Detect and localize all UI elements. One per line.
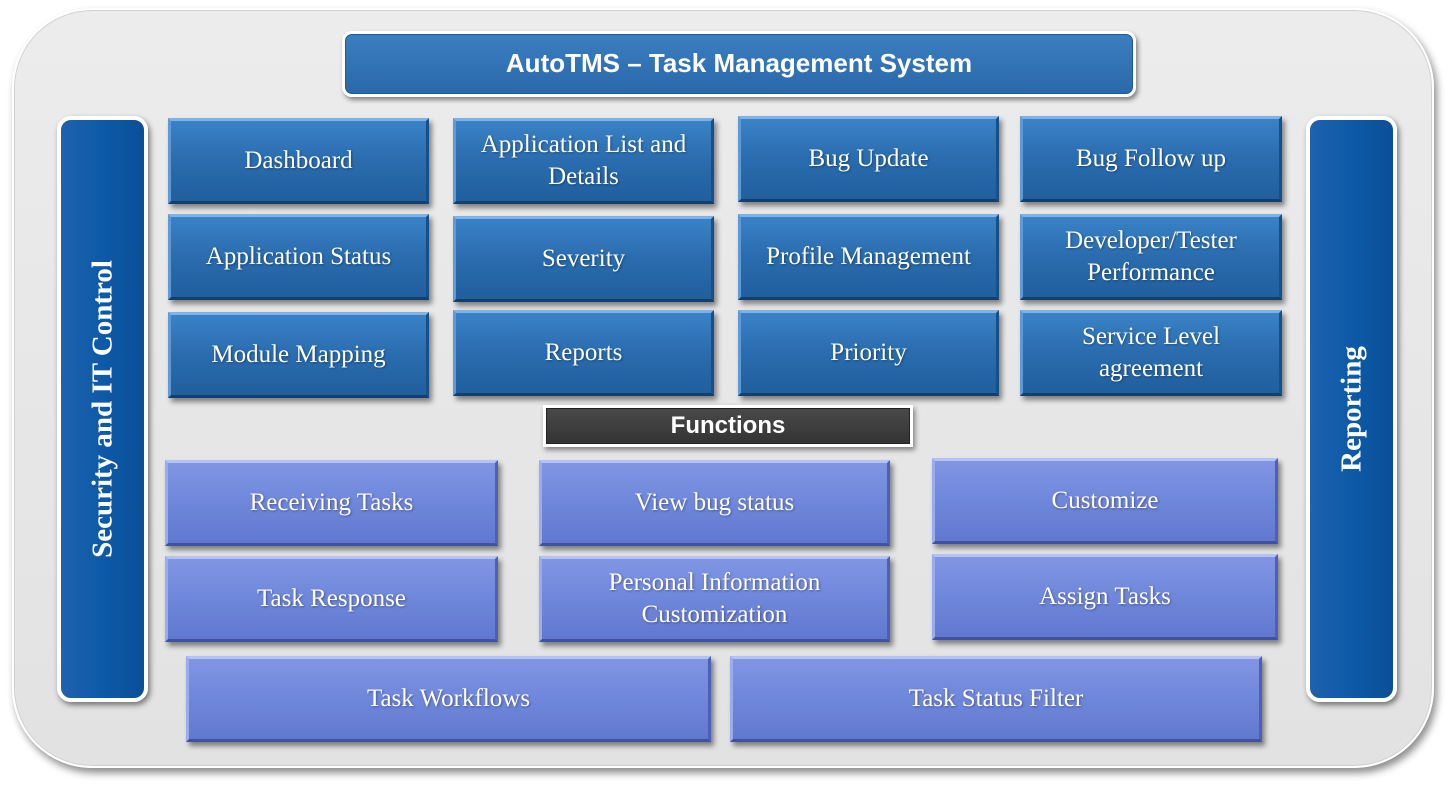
- security-it-control-label: Security and IT Control: [86, 260, 118, 558]
- module-module-mapping: Module Mapping: [168, 312, 429, 398]
- module-application-list: Application List and Details: [453, 118, 714, 204]
- module-profile-management: Profile Management: [738, 214, 999, 300]
- module-bug-follow-up: Bug Follow up: [1020, 116, 1282, 202]
- module-priority: Priority: [738, 310, 999, 396]
- function-view-bug-status: View bug status: [539, 460, 890, 546]
- functions-label: Functions: [543, 405, 913, 447]
- function-task-workflows: Task Workflows: [186, 656, 711, 742]
- reporting-panel: Reporting: [1306, 116, 1397, 702]
- function-personal-information-customization: Personal Information Customization: [539, 556, 890, 642]
- module-dashboard: Dashboard: [168, 118, 429, 204]
- module-developer-tester-performance: Developer/Tester Performance: [1020, 214, 1282, 300]
- module-bug-update: Bug Update: [738, 116, 999, 202]
- function-task-status-filter: Task Status Filter: [730, 656, 1262, 742]
- module-reports: Reports: [453, 310, 714, 396]
- module-service-level-agreement: Service Level agreement: [1020, 310, 1282, 396]
- security-it-control-panel: Security and IT Control: [57, 116, 148, 702]
- module-application-status: Application Status: [168, 214, 429, 300]
- function-task-response: Task Response: [165, 556, 498, 642]
- function-customize: Customize: [932, 458, 1278, 544]
- system-title: AutoTMS – Task Management System: [342, 31, 1136, 97]
- module-severity: Severity: [453, 216, 714, 302]
- function-assign-tasks: Assign Tasks: [932, 554, 1278, 640]
- function-receiving-tasks: Receiving Tasks: [165, 460, 498, 546]
- reporting-label: Reporting: [1335, 346, 1367, 472]
